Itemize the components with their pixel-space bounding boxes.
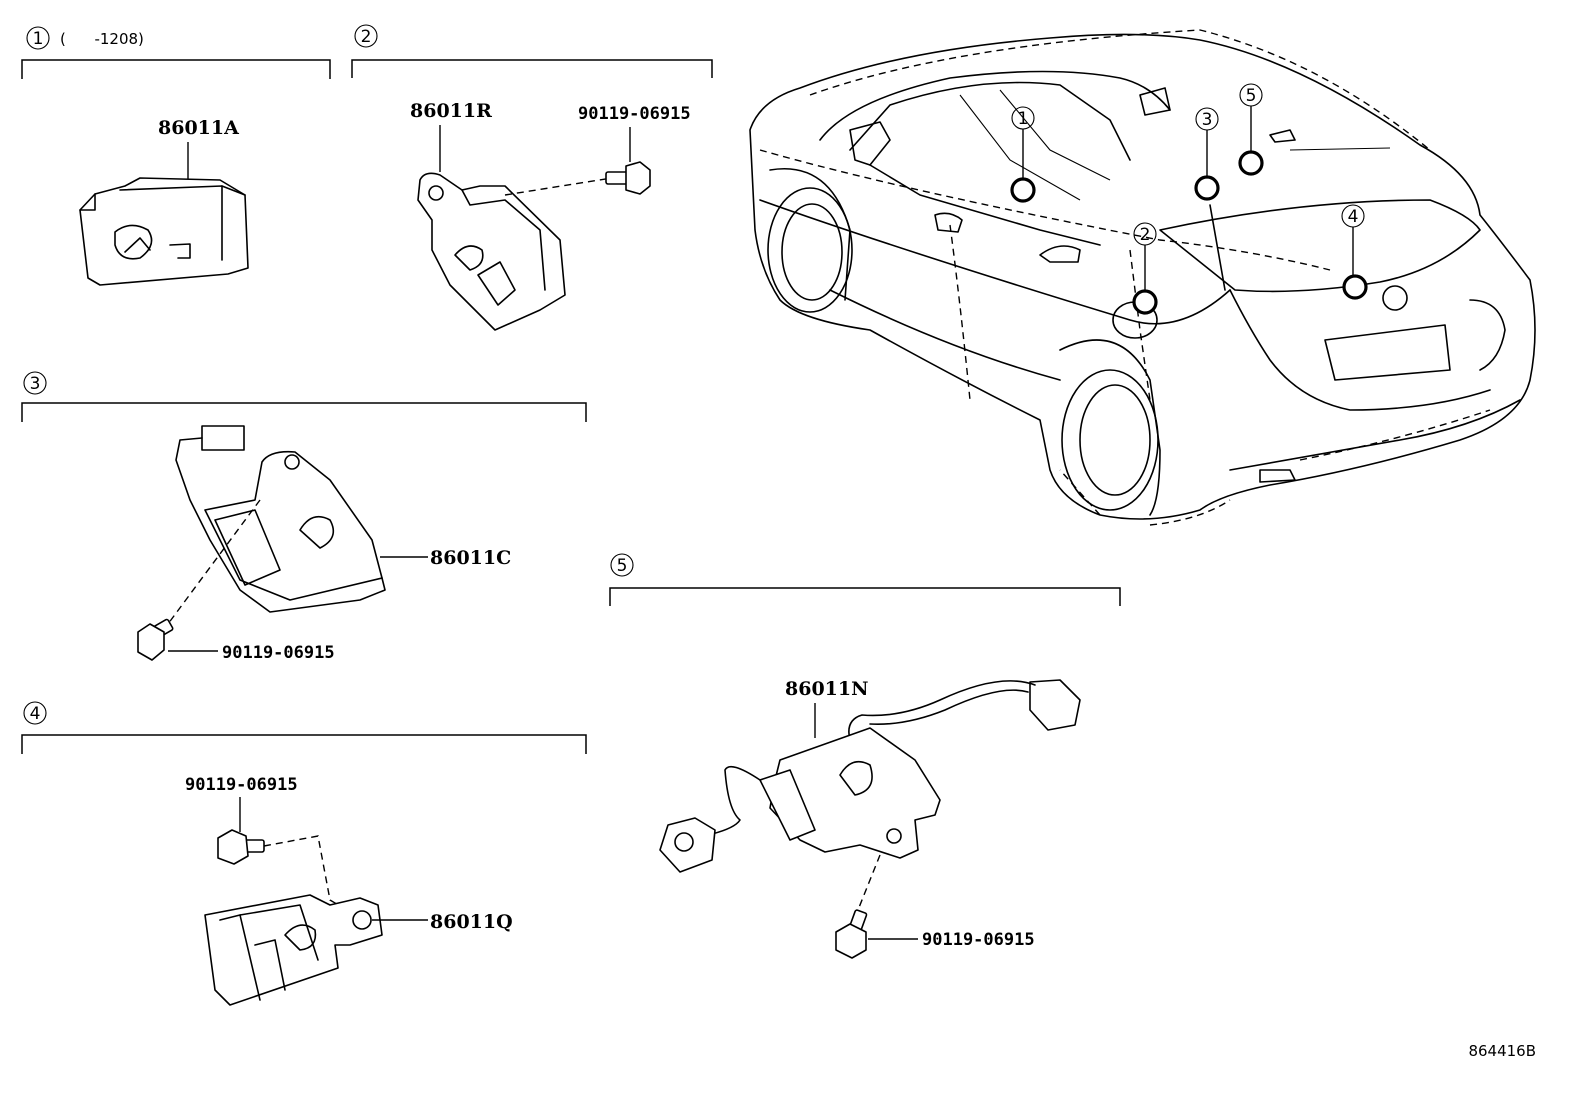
section-1-bracket [21,59,331,79]
car-callout-1: 1 [1010,106,1036,203]
bolt-3-label: 90119-06915 [222,643,335,663]
svg-text:5: 5 [1246,86,1257,106]
camera-location-5 [1238,150,1264,176]
section-3-circle [23,371,47,395]
car-callout-5: 5 [1238,83,1264,176]
section-2-bracket [351,59,713,78]
camera-location-4 [1342,274,1368,300]
section-4-circle [23,701,47,725]
svg-text:1: 1 [1018,109,1029,129]
car-callout-2: 2 [1132,222,1158,315]
section-1: 1 ( -1208) 86011A [21,26,331,286]
camera-location-2 [1132,289,1158,315]
camera-86011R-drawing [417,172,566,331]
section-4-number: 4 [30,704,41,724]
part-86011Q-label: 86011Q [430,911,513,933]
camera-86011Q-drawing [204,894,383,1006]
section-5-number: 5 [617,556,628,576]
bolt-90119-06915-drawing-3 [137,618,174,661]
section-5-bracket [609,587,1121,606]
section-4: 4 90119-06915 86011Q [21,701,587,1006]
bolt-90119-06915-drawing-5 [835,909,868,959]
car-callouts: 1 2 3 4 5 [1010,83,1368,315]
section-3: 3 86011C 90119-06915 [21,371,587,663]
section-2-circle [354,24,378,48]
section-2: 2 86011R 90119-06915 [351,24,713,331]
bolt-2-label: 90119-06915 [578,104,691,124]
camera-86011A-drawing [79,177,249,286]
section-3-number: 3 [30,374,41,394]
car-callout-4: 4 [1341,204,1368,300]
section-4-bracket [21,734,587,754]
bolt-4-label: 90119-06915 [185,775,298,795]
section-1-number: 1 [33,29,44,49]
part-86011R-label: 86011R [410,100,492,122]
camera-location-3 [1194,175,1220,201]
camera-location-1 [1010,177,1036,203]
section-3-bracket [21,402,587,422]
camera-86011C-drawing [175,425,386,613]
car-callout-3: 3 [1194,107,1220,201]
bolt-2-dashline [504,177,613,196]
svg-text:3: 3 [1202,110,1213,130]
section-1-note: ( -1208) [60,30,144,48]
section-1-circle [26,26,50,50]
part-86011A-label: 86011A [158,117,239,139]
svg-text:4: 4 [1348,207,1359,227]
car-illustration [749,29,1536,526]
section-5-circle [610,553,634,577]
section-5: 5 86011N 90119-06915 [609,553,1121,959]
bolt-5-label: 90119-06915 [922,930,1035,950]
bolt-90119-06915-drawing-2 [605,161,651,195]
section-2-number: 2 [361,27,372,47]
bolt-90119-06915-drawing-4 [217,829,265,865]
bolt-3-dashline [164,499,261,629]
svg-text:2: 2 [1140,225,1151,245]
diagram-code: 864416B [1468,1042,1536,1060]
part-86011C-label: 86011C [430,547,511,569]
part-86011N-label: 86011N [785,678,868,700]
camera-86011N-drawing [659,679,1081,873]
